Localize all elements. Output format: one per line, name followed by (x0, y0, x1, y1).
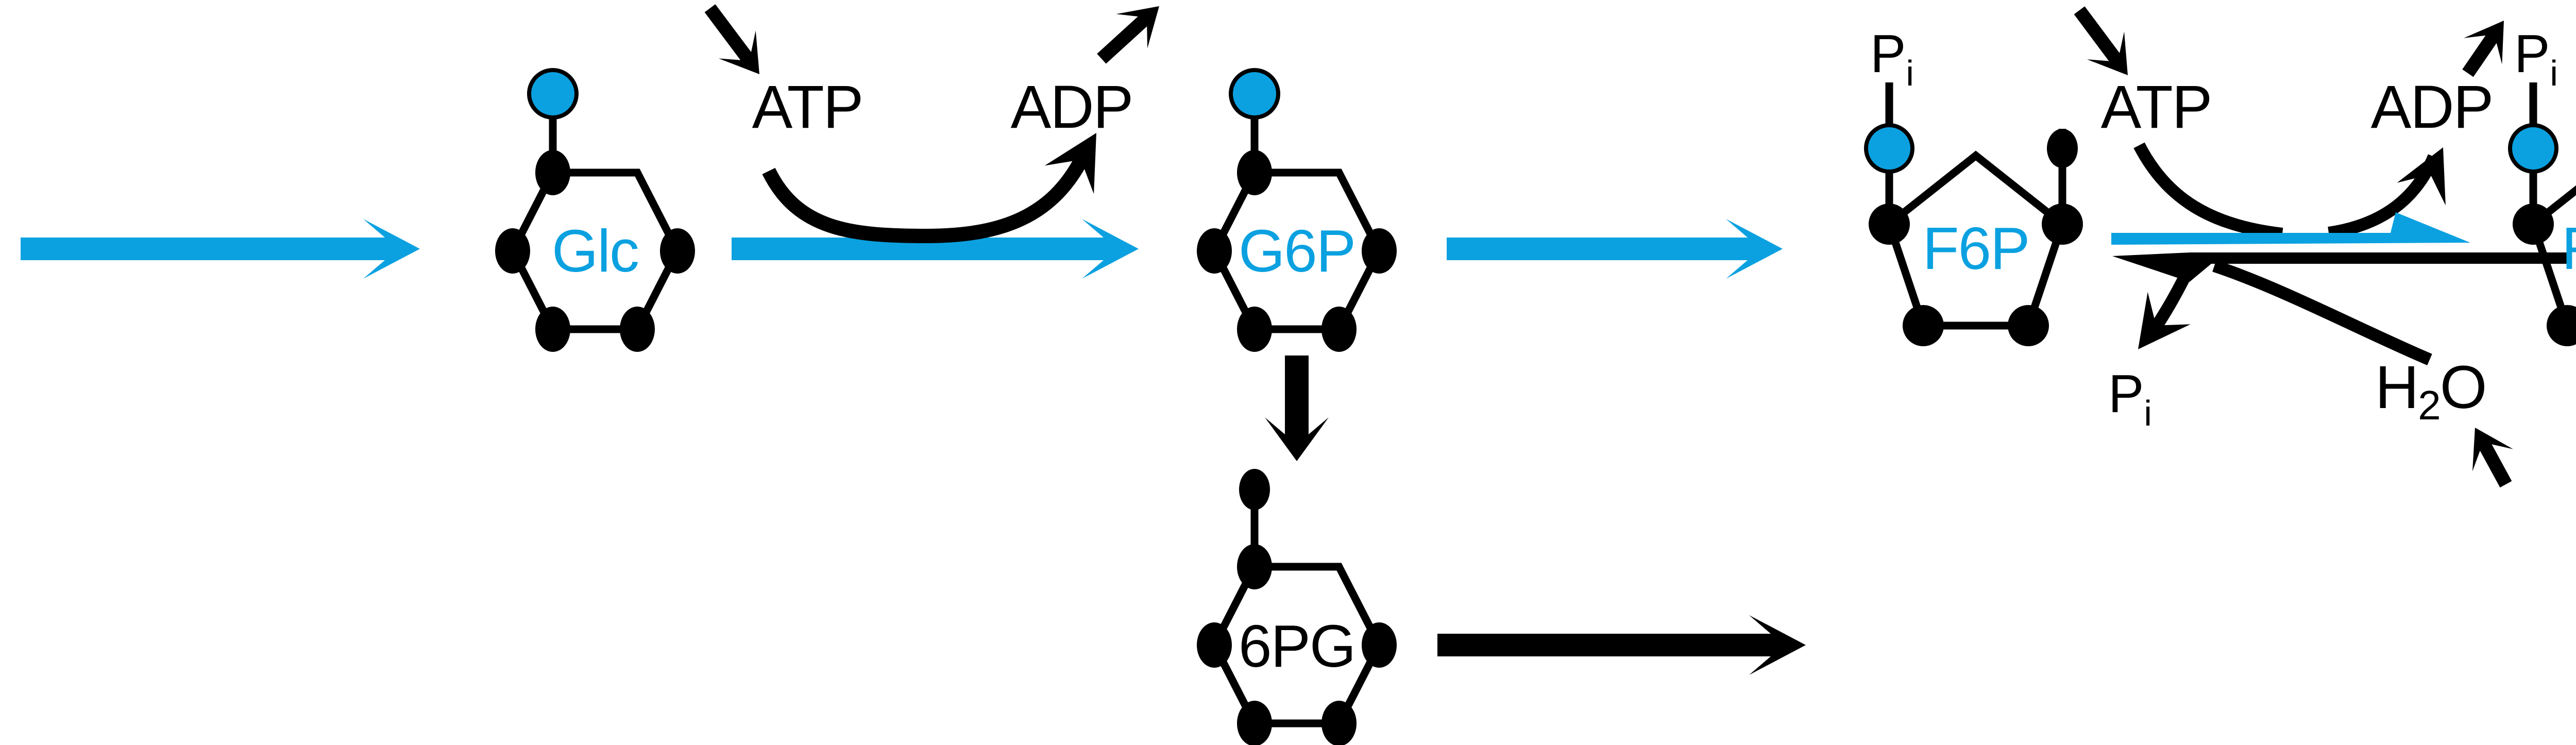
phosphate-label: Pi (1870, 24, 1914, 93)
adp-released-arrow-1 (1097, 6, 1159, 64)
carbon-atom-dot (495, 228, 530, 274)
flux-arrow-into-glc (21, 219, 420, 279)
atp-consumed-arrow-1 (704, 4, 759, 75)
flux-arrows-layer (21, 4, 2513, 675)
reaction-pfk-fbpase: ATP ADP H2O Pi (2101, 73, 2568, 433)
molecule-glc: Glc (495, 68, 695, 352)
swoosh-head-to-adp1 (1044, 133, 1096, 194)
adp-label: ADP (1011, 73, 1133, 141)
reaction-hexokinase: ATP ADP (752, 73, 1133, 244)
h2o-o: O (2440, 353, 2486, 421)
atp-curve (2133, 142, 2283, 240)
h2o-curve (2212, 260, 2432, 366)
atp-label: ATP (752, 73, 863, 141)
molecule-label-f6p: F6P (1923, 215, 2029, 282)
phosphate-subscript: i (2550, 53, 2558, 93)
atp-label: ATP (2101, 73, 2212, 141)
phosphate-subscript: i (1906, 53, 1914, 93)
phosphate-circle-icon (1864, 123, 1914, 174)
forward-reaction-arrow (2111, 212, 2470, 245)
flux-arrow-g6p-to-6pg (1265, 355, 1329, 461)
phosphate-circle-icon (1229, 68, 1280, 120)
atp-consumed-arrow-2 (2074, 6, 2128, 76)
h2o-subscript: 2 (2418, 382, 2440, 428)
phosphate-symbol: P (1870, 24, 1906, 84)
phosphate-symbol: P (2514, 24, 2550, 84)
carbon-atom-dot (1321, 307, 1357, 352)
cofactor-swoosh-curve (762, 155, 1089, 244)
carbon-atom-dot (1869, 204, 1910, 245)
molecule-fdp: Pi Pi FDP (2508, 24, 2576, 346)
pi-released-head (2138, 292, 2191, 349)
carbon-atom-dot (2513, 204, 2554, 245)
molecule-label-g6p: G6P (1239, 217, 1355, 284)
hydroxyl-circle-icon (527, 68, 579, 120)
h2o-label: H2O (2375, 353, 2486, 428)
molecule-label-6pg: 6PG (1239, 613, 1355, 680)
carbon-atom-dot (1362, 228, 1397, 274)
carbon-atom-dot (1237, 701, 1272, 745)
reverse-reaction-arrow (2112, 252, 2568, 282)
carbon-atom-dot (2042, 204, 2083, 245)
carbon-atom-dot (660, 228, 695, 274)
adp-curve (2328, 154, 2440, 239)
carbon-atom-dot (535, 150, 570, 195)
carbon-atom-dot (1903, 305, 1944, 346)
flux-arrow-g6p-to-f6p (1447, 219, 1783, 279)
h2o-h: H (2375, 353, 2418, 421)
carbon-atom-dot (1362, 622, 1397, 668)
phosphate-symbol: P (2108, 364, 2144, 424)
carbon-atom-dot (1197, 228, 1232, 274)
phosphate-subscript: i (2144, 393, 2152, 433)
molecule-g6p: G6P (1197, 68, 1397, 352)
molecule-f6p: Pi F6P (1864, 24, 2083, 346)
h2o-consumed-arrow (2472, 428, 2513, 488)
adp-released-arrow-2 (2462, 21, 2504, 77)
phosphate-label: Pi (2108, 364, 2152, 433)
carbon-atom-dot (1197, 622, 1232, 668)
carbon-atom-dot (535, 307, 570, 352)
molecule-label-glc: Glc (552, 217, 638, 284)
carbon-atom-dot (1239, 469, 1270, 510)
molecule-label-fdp: FDP (2562, 215, 2576, 282)
pi-release-curve (2146, 262, 2196, 337)
phosphate-label: Pi (2514, 24, 2558, 93)
flux-arrow-6pg-out (1437, 615, 1806, 675)
phosphate-circle-icon (2508, 123, 2558, 174)
carbon-atom-dot (2008, 305, 2049, 346)
carbon-atom-dot (2547, 305, 2576, 346)
flux-arrow-glc-to-g6p (732, 219, 1139, 279)
carbon-atom-dot (1237, 150, 1272, 195)
carbon-atom-dot (1321, 701, 1357, 745)
carbon-atom-dot (1237, 307, 1272, 352)
adp-label: ADP (2371, 73, 2493, 141)
carbon-atom-dot (620, 307, 655, 352)
molecule-6pg: 6PG (1197, 469, 1397, 745)
carbon-atom-dot (1237, 544, 1272, 589)
carbon-atom-dot (2047, 129, 2078, 168)
